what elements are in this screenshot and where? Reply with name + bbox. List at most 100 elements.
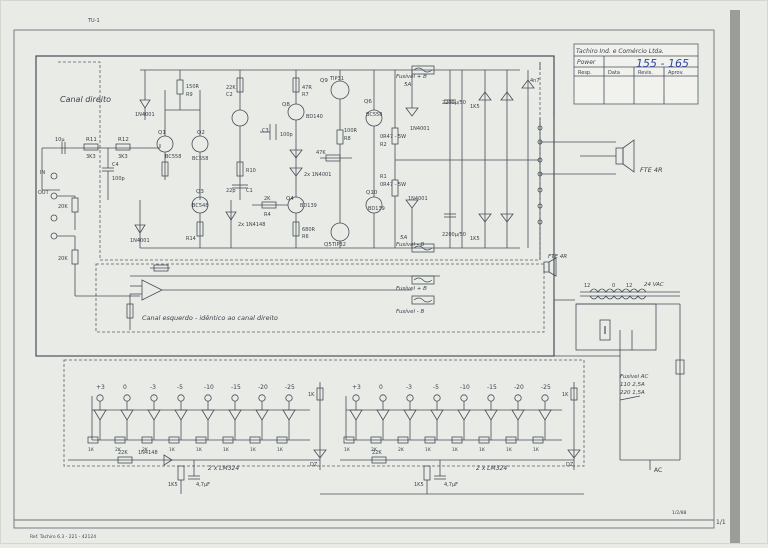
vu-left-zener: DZ [310,462,318,468]
vu-right-ladder-resistor [343,436,355,444]
vu-right-ladder-resistor-value: 2K [371,447,378,453]
r5-value: 22K [226,85,236,91]
vu-right-comparator-icon [430,409,444,421]
d2-label: 1N4001 [130,238,150,244]
c4-value: 100p [112,176,125,182]
vu-left-ladder-resistor [87,436,99,444]
vu-left-ladder-resistor-value: 2K [115,447,122,453]
fusivel-ac-label: Fusível AC [620,373,648,380]
corner-note: TU-1 [87,18,100,24]
input-jacks [50,172,140,297]
vu-left-ladder-resistor-value: 2K [142,447,149,453]
q8-type: BD140 [306,114,323,120]
input-network [41,142,160,200]
vu-meter-boundary [63,359,585,467]
c3-value: 100p [280,132,293,138]
vu-right-ladder-resistor-value: 1K [506,447,513,453]
vu-left-led-icon [150,394,158,402]
vu-right-comparator-icon [511,409,525,421]
r10-label: R10 [246,168,256,174]
vu-left-scale-label: +3 [96,384,105,391]
r6-value: 680R [302,227,316,233]
vu-left-comparator-icon [174,409,188,421]
vu-right-ladder-resistor [478,436,490,444]
vu-left-ladder-resistor-value: 1K [169,447,176,453]
vu-right-ladder-resistor-value: 1K [425,447,432,453]
vu-right-comparator-icon [484,409,498,421]
vu-left-comparator-icon [93,409,107,421]
out-label: OUT [38,190,50,196]
q6-type: BC558 [366,112,382,118]
vu-left-scale-label: -20 [258,384,268,391]
q4-label: Q4 [286,196,294,202]
q9-type: TIP31 [329,76,344,82]
r11-value: 3K3 [86,154,96,160]
d3-label: 1N4001 [410,126,430,132]
r11-label: R11 [86,137,97,143]
vu-left-comparator-icon [120,409,134,421]
c1-value: 22p [226,188,236,194]
fusivel-neg-label: Fusível - B [396,241,424,248]
q5-label: Q5 [324,242,332,248]
r7-value: 47R [302,85,312,91]
c2-label: 10µ [55,137,65,143]
vu-right-led-icon [433,394,441,402]
pot-left-label: 20K [58,204,68,210]
c3-label: C3 [262,128,269,134]
vu-left-ladder-resistor [168,436,180,444]
transformer-ac-label: 24 VAC [644,282,664,288]
tb-col-revis: Revis. [638,70,653,76]
output-stage [330,70,540,248]
label-canal-direito: Canal direito [60,95,111,104]
vu-left-ladder-resistor-value: 1K [277,447,284,453]
vu-right-ladder-resistor-value: 2K [398,447,405,453]
vu-right-led-icon [379,394,387,402]
vu-left-comparator-icon [255,409,269,421]
vu-left-led-icon [231,394,239,402]
fusivel-ac-220: 220 1,5A [620,390,645,396]
q8-label: Q8 [282,102,290,108]
cap-sm2-top: 1K5 [470,104,480,110]
vu-left-ladder-resistor-value: 1K [250,447,257,453]
q6-label: Q6 [364,99,372,105]
vu-right-ladder-resistor [451,436,463,444]
cap-sm2-bottom: 1K5 [470,236,480,242]
fusivel-pos-value: 5A [404,82,411,88]
q2-label: Q2 [197,130,205,136]
driver-stage [252,70,352,248]
c4-label: C4 [112,162,119,168]
vu-left-comparator-icon [228,409,242,421]
vu-right-comparator-icon [376,409,390,421]
vu-left-dsens: 1N4148 [138,450,158,456]
vu-left-scale-label: -3 [150,384,156,391]
c1-label: C1 [246,188,253,194]
vu-right-comparator-icon [538,409,552,421]
footer-date: 1/2/88 [672,510,687,516]
vu-right-rsens: 22K [372,450,382,456]
vu-left-ladder-resistor [222,436,234,444]
vu-left-scale-label: -15 [231,384,241,391]
vu-right-comparator-icon [349,409,363,421]
vu-left-bank [68,382,327,494]
r9-value: 150R [186,84,200,90]
d6-label: 2x 1N4148 [238,222,265,228]
transformer-icon [575,288,685,470]
transformer-tap-12: 12 [584,283,590,289]
vu-right-ladder-resistor [505,436,517,444]
r7-label: R7 [302,92,309,98]
q10-label: Q10 [366,190,378,196]
vu-left-cap: 4,7µF [196,482,210,488]
r1-label: R1 [380,174,387,180]
vu-right-rref: 1K5 [414,482,424,488]
r2-label: R2 [380,142,387,148]
vu-left-scale-label: 0 [123,384,127,391]
power-supply-filter [444,62,541,248]
cap-small-top: 4n7 [530,78,540,84]
vu-right-scale-label: 0 [379,384,383,391]
vu-left-ladder-resistor [276,436,288,444]
r8-label: R8 [344,136,351,142]
vu-left-comparator-icon [201,409,215,421]
vu-left-led-icon [285,394,293,402]
lm324-left-label: 2 x LM324 [208,465,239,472]
